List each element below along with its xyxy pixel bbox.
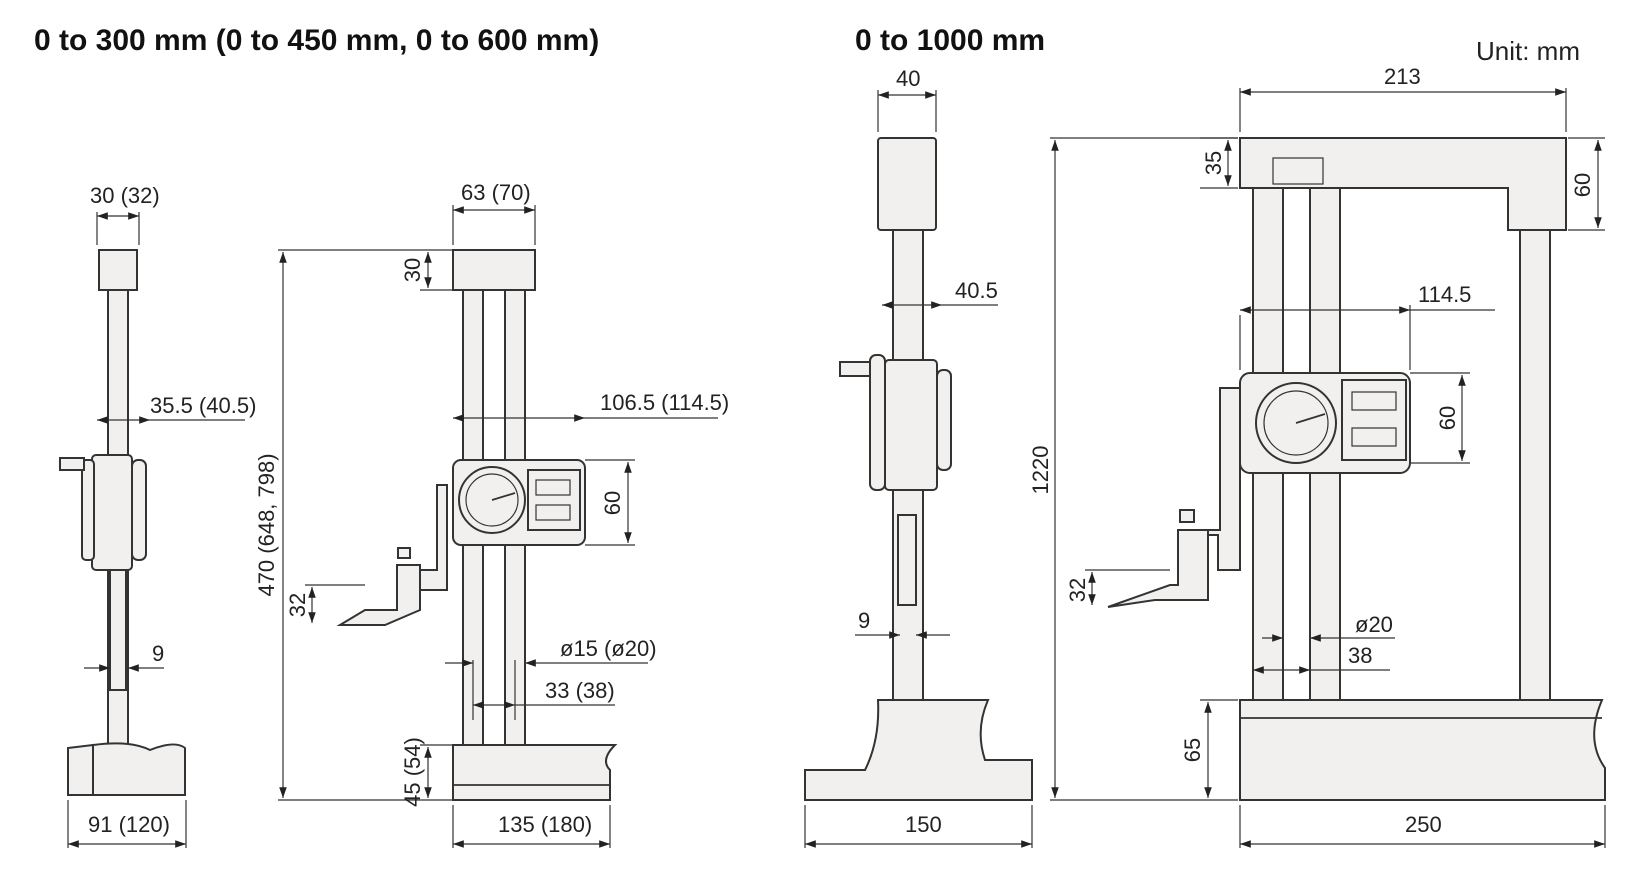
dim-106-5: 106.5 (114.5) — [600, 390, 729, 415]
scriber-holder — [419, 484, 448, 591]
dim-250: 250 — [1405, 812, 1442, 837]
dim-40: 40 — [896, 66, 920, 91]
dim-65: 65 — [1180, 738, 1205, 762]
side-view-large — [804, 137, 1033, 801]
unit-label: Unit: mm — [1476, 36, 1580, 66]
dims-drawing-3: 40 40.5 9 150 — [804, 66, 1033, 848]
dial-edge — [131, 459, 147, 561]
dim-91-120: 91 (120) — [88, 812, 170, 837]
clamp-screw — [397, 547, 411, 559]
feed-wheel — [81, 459, 95, 561]
base — [1239, 699, 1606, 801]
counter-window — [1341, 379, 1407, 461]
dims-drawing-4: 213 35 60 114.5 60 1220 32 ø20 38 — [1028, 64, 1606, 848]
right-diagram-title: 0 to 1000 mm — [855, 24, 1046, 57]
dim-150: 150 — [905, 812, 942, 837]
dim-114-5: 114.5 — [1418, 282, 1471, 307]
base-top — [92, 742, 186, 796]
base — [804, 699, 1033, 801]
front-view-small — [336, 249, 618, 801]
dim-45: 45 (54) — [400, 737, 425, 807]
knob — [59, 457, 85, 471]
dim-30-32: 30 (32) — [90, 183, 160, 208]
knob — [839, 361, 871, 377]
scriber-stem — [109, 569, 127, 691]
dim-135: 135 (180) — [498, 812, 592, 837]
feed-wheel — [869, 354, 886, 491]
dim-60c: 60 — [1435, 406, 1460, 430]
counter-window — [527, 469, 581, 531]
dim-9a: 9 — [152, 641, 164, 666]
beam-top-block — [877, 137, 937, 231]
dim-20: ø20 — [1355, 612, 1393, 637]
dim-32b: 32 — [1065, 578, 1090, 602]
dim-35-5: 35.5 (40.5) — [150, 393, 256, 418]
beam-top — [452, 249, 536, 291]
dims-drawing-1: 30 (32) 35.5 (40.5) 9 91 (120) — [67, 183, 256, 848]
dim-30: 30 — [400, 258, 425, 282]
beam-top-block — [98, 249, 138, 291]
right-column — [1519, 229, 1551, 701]
scriber — [1107, 529, 1209, 608]
dims-drawing-2: 63 (70) 30 106.5 (114.5) 60 470 (648, 79… — [254, 180, 729, 848]
dim-15: ø15 (ø20) — [560, 636, 657, 661]
dim-60a: 60 — [600, 491, 625, 515]
dim-35: 35 — [1201, 151, 1226, 175]
dim-470: 470 (648, 798) — [254, 453, 279, 596]
dim-213: 213 — [1384, 64, 1421, 89]
dim-33-38: 33 (38) — [545, 678, 615, 703]
slider-body — [91, 454, 133, 571]
scriber — [336, 564, 421, 626]
dim-32a: 32 — [285, 593, 310, 617]
dial-edge — [936, 369, 952, 471]
scriber-stem — [897, 514, 917, 606]
slider-body — [884, 359, 938, 491]
base — [452, 744, 618, 801]
dim-40-5: 40.5 — [955, 278, 998, 303]
dim-63-70: 63 (70) — [461, 180, 531, 205]
side-view-small — [59, 249, 186, 796]
clamp-screw — [1179, 509, 1195, 523]
beam-top — [1239, 137, 1567, 231]
dim-38: 38 — [1348, 643, 1372, 668]
scriber-holder — [1207, 387, 1241, 571]
left-diagram-title: 0 to 300 mm (0 to 450 mm, 0 to 600 mm) — [34, 24, 600, 57]
front-view-large — [1107, 137, 1606, 801]
dim-60b: 60 — [1570, 173, 1595, 197]
dim-9b: 9 — [858, 608, 870, 633]
dim-1220: 1220 — [1028, 446, 1053, 495]
